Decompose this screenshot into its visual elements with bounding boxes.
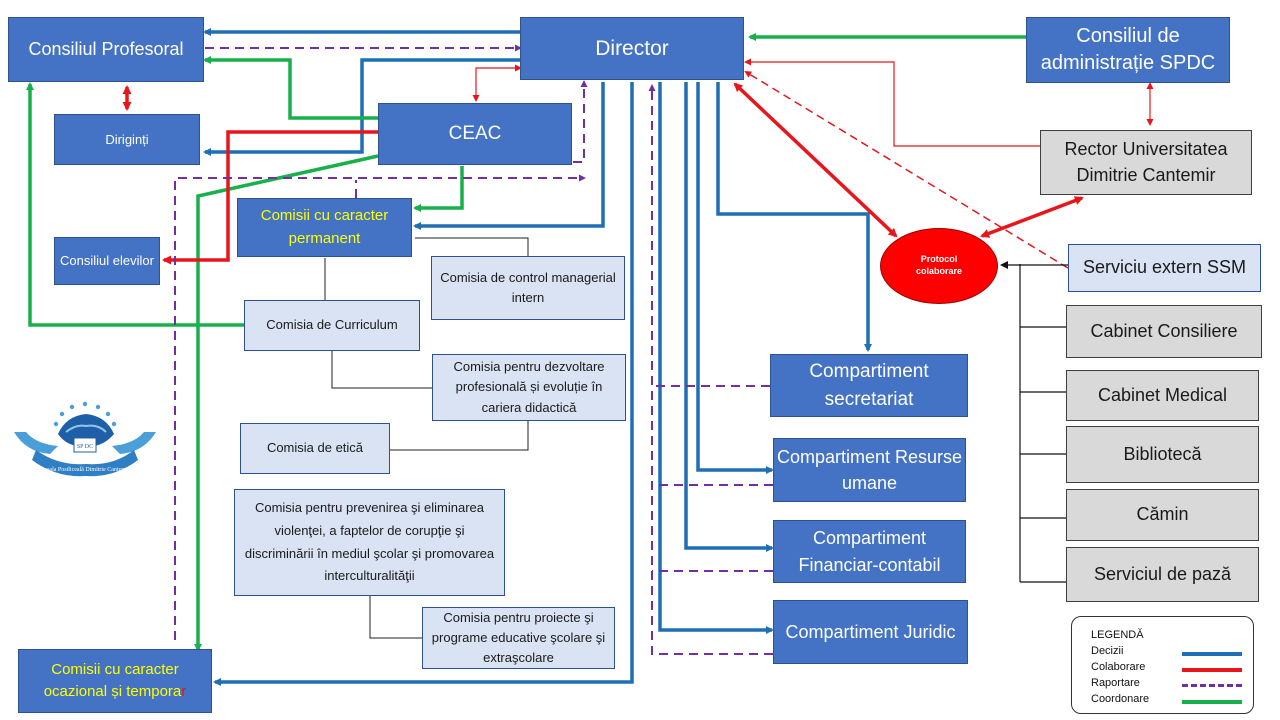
camin-box[interactable]: Cămin xyxy=(1066,489,1259,541)
legend-swatch-coordonare xyxy=(1182,700,1242,704)
compartiment-secretariat-box[interactable]: Compartiment secretariat xyxy=(770,354,968,417)
biblioteca-box[interactable]: Bibliotecă xyxy=(1066,426,1259,483)
ceac-box[interactable]: CEAC xyxy=(378,103,572,165)
school-logo-text: Școala Postliceală Dimitrie Cantemir xyxy=(40,467,129,473)
comisia-etica-box[interactable]: Comisia de etică xyxy=(240,423,390,474)
compartiment-financiar-box[interactable]: Compartiment Financiar-contabil xyxy=(773,520,966,583)
comisia-etica-label: Comisia de etică xyxy=(266,440,364,456)
comisii-ocazional-box[interactable]: Comisii cu caracter ocazional și tempora… xyxy=(18,649,212,713)
rector-box[interactable]: Rector Universitatea Dimitrie Cantemir xyxy=(1040,130,1252,195)
comisii-ocazional-text: Comisii cu caracter ocazional și tempora xyxy=(43,660,182,701)
serviciul-paza-label: Serviciul de pază xyxy=(1093,563,1232,584)
consiliul-administratie-label: Consiliul de administrație SPDC xyxy=(1040,25,1216,74)
comisii-permanent-label: Comisii cu caracter permanent xyxy=(260,207,389,247)
protocol-colaborare-ellipse[interactable]: Protocol colaborare xyxy=(880,228,998,304)
comisii-ocazional-last-char: r xyxy=(181,683,187,700)
comisia-dezvoltare-label: Comisia pentru dezvoltare profesională ș… xyxy=(453,359,605,415)
school-logo: SP DC Școala Postliceală Dimitrie Cantem… xyxy=(6,398,164,480)
comisia-proiecte-box[interactable]: Comisia pentru proiecte şi programe educ… xyxy=(422,607,615,669)
compartiment-resurse-label: Compartiment Resurse umane xyxy=(776,446,963,493)
comisia-control-box[interactable]: Comisia de control managerial intern xyxy=(431,256,625,320)
school-logo-initials: SP DC xyxy=(77,444,93,450)
ceac-label: CEAC xyxy=(448,123,502,144)
comisia-curriculum-label: Comisia de Curriculum xyxy=(266,317,398,333)
protocol-colaborare-label: Protocol colaborare xyxy=(915,254,963,276)
compartiment-juridic-box[interactable]: Compartiment Juridic xyxy=(773,600,968,664)
comisia-violenta-label: Comisia pentru prevenirea şi eliminarea … xyxy=(244,500,495,584)
consiliul-profesoral-box[interactable]: Consiliul Profesoral xyxy=(8,17,204,82)
comisii-permanent-box[interactable]: Comisii cu caracter permanent xyxy=(237,198,412,257)
compartiment-juridic-label: Compartiment Juridic xyxy=(785,621,956,642)
consiliul-administratie-box[interactable]: Consiliul de administrație SPDC xyxy=(1026,17,1230,83)
comisia-control-label: Comisia de control managerial intern xyxy=(440,269,616,305)
school-logo-emblem: SP DC Școala Postliceală Dimitrie Cantem… xyxy=(14,401,156,477)
cabinet-consiliere-label: Cabinet Consiliere xyxy=(1090,320,1238,341)
compartiment-resurse-box[interactable]: Compartiment Resurse umane xyxy=(773,438,966,502)
comisia-violenta-box[interactable]: Comisia pentru prevenirea şi eliminarea … xyxy=(234,489,505,596)
legend-swatch-raportare xyxy=(1182,684,1242,687)
comisia-proiecte-label: Comisia pentru proiecte şi programe educ… xyxy=(431,609,606,666)
comisia-curriculum-box[interactable]: Comisia de Curriculum xyxy=(244,300,420,351)
diriginti-label: Diriginți xyxy=(105,132,149,147)
biblioteca-label: Bibliotecă xyxy=(1123,443,1202,464)
legend-item-decizii: Decizii xyxy=(1091,645,1124,657)
cabinet-medical-box[interactable]: Cabinet Medical xyxy=(1066,370,1259,421)
compartiment-financiar-label: Compartiment Financiar-contabil xyxy=(798,528,941,575)
consiliul-profesoral-label: Consiliul Profesoral xyxy=(28,39,184,59)
diriginti-box[interactable]: Diriginți xyxy=(54,114,200,165)
comisia-dezvoltare-box[interactable]: Comisia pentru dezvoltare profesională ș… xyxy=(432,354,626,421)
consiliul-elevilor-box[interactable]: Consiliul elevilor xyxy=(54,237,160,285)
serviciu-ssm-box[interactable]: Serviciu extern SSM xyxy=(1068,244,1261,292)
legend-title: LEGENDĂ xyxy=(1091,629,1144,641)
camin-label: Cămin xyxy=(1136,504,1189,525)
legend-item-colaborare: Colaborare xyxy=(1091,661,1146,673)
legend-item-raportare: Raportare xyxy=(1091,677,1140,689)
comisii-ocazional-label: Comisii cu caracter ocazional și tempora… xyxy=(19,659,211,704)
cabinet-medical-label: Cabinet Medical xyxy=(1097,384,1228,405)
compartiment-secretariat-label: Compartiment secretariat xyxy=(809,360,929,410)
legend-swatch-decizii xyxy=(1182,652,1242,656)
serviciul-paza-box[interactable]: Serviciul de pază xyxy=(1066,547,1259,602)
serviciu-ssm-label: Serviciu extern SSM xyxy=(1082,257,1247,278)
legend-item-coordonare: Coordonare xyxy=(1091,693,1150,705)
cabinet-consiliere-box[interactable]: Cabinet Consiliere xyxy=(1066,305,1262,358)
legend: LEGENDĂ Decizii Colaborare Raportare Coo… xyxy=(1071,616,1254,714)
rector-label: Rector Universitatea Dimitrie Cantemir xyxy=(1064,139,1228,185)
director-label: Director xyxy=(595,36,669,60)
legend-swatch-colaborare xyxy=(1182,668,1242,672)
director-box[interactable]: Director xyxy=(520,17,744,80)
consiliul-elevilor-label: Consiliul elevilor xyxy=(60,253,154,269)
